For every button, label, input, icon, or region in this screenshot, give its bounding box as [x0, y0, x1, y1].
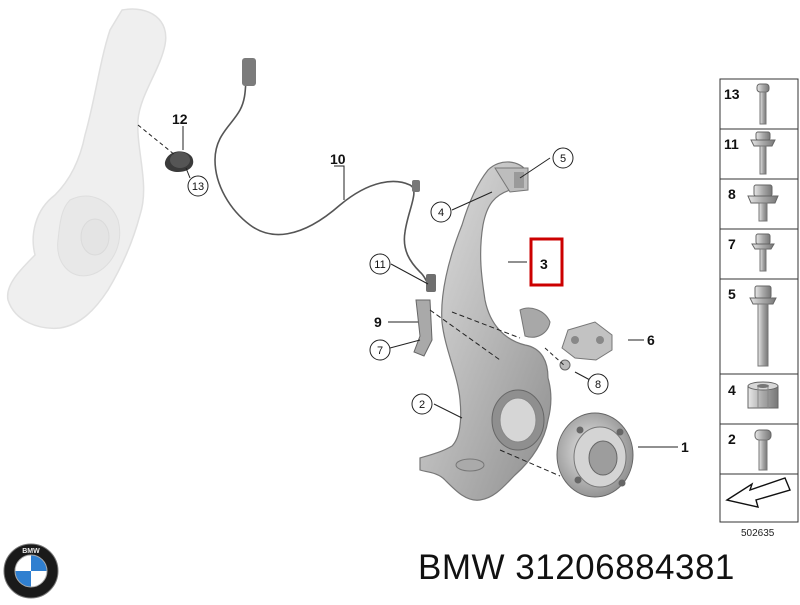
callout-4: 4 [438, 207, 444, 219]
callout-4-circle: 4 [430, 201, 452, 223]
bolt-11-icon [750, 131, 776, 175]
nut-4-icon [747, 381, 779, 409]
bolt-8-icon [747, 184, 779, 222]
callout-5-circle: 5 [552, 147, 574, 169]
sidebar-item-2-label: 2 [728, 431, 736, 447]
callout-9: 9 [374, 314, 382, 330]
callout-12: 12 [172, 111, 188, 127]
bmw-logo-icon: BMW [3, 543, 59, 599]
callout-5: 5 [560, 153, 566, 165]
bolt-13-icon [756, 83, 770, 125]
sidebar-item-8-label: 8 [728, 186, 736, 202]
brand-name: BMW [418, 548, 506, 587]
cable-clip [412, 180, 420, 192]
direction-arrow-icon [725, 477, 791, 508]
callout-10: 10 [330, 151, 346, 167]
callout-13-circle: 13 [187, 175, 209, 197]
bolt-5-icon [749, 285, 777, 367]
callout-13: 13 [192, 181, 204, 193]
sidebar-item-11-label: 11 [724, 136, 739, 152]
sensor-plug [242, 58, 256, 86]
callout-2-circle: 2 [411, 393, 433, 415]
bolt-2-icon [754, 429, 772, 471]
diagram-code: 502635 [741, 528, 775, 539]
callout-8-circle: 8 [587, 373, 609, 395]
bolt-7-icon [751, 233, 775, 272]
callout-6: 6 [647, 332, 655, 348]
shield-bracket-part [559, 321, 613, 371]
sensor-cable [214, 65, 431, 287]
sidebar-item-5-label: 5 [728, 286, 736, 302]
parts-sidebar: 13 11 8 7 5 [719, 78, 799, 539]
callout-8: 8 [595, 379, 601, 391]
sidebar-item-7-label: 7 [728, 236, 736, 252]
leader-lines [137, 124, 678, 477]
sidebar-item-4-label: 4 [728, 382, 736, 398]
part-number: 31206884381 [515, 548, 735, 587]
callout-7: 7 [377, 345, 383, 357]
wheel-hub-part [556, 412, 634, 498]
grommet-part [164, 151, 194, 172]
callout-1: 1 [681, 439, 689, 455]
bracket-part [413, 299, 433, 357]
callout-2: 2 [419, 399, 425, 411]
steering-knuckle-part [419, 161, 552, 501]
footer-title: BMW 31206884381 [418, 548, 735, 588]
sensor-head [426, 274, 436, 292]
callout-11: 11 [374, 259, 385, 271]
callout-3: 3 [540, 256, 548, 272]
callout-11-circle: 11 [369, 253, 391, 275]
highlight-box-3: 3 [529, 237, 564, 287]
callout-7-circle: 7 [369, 339, 391, 361]
bmw-logo-letters: BMW [22, 548, 40, 555]
ghost-knuckle [6, 8, 167, 330]
sidebar-item-13-label: 13 [724, 86, 740, 102]
